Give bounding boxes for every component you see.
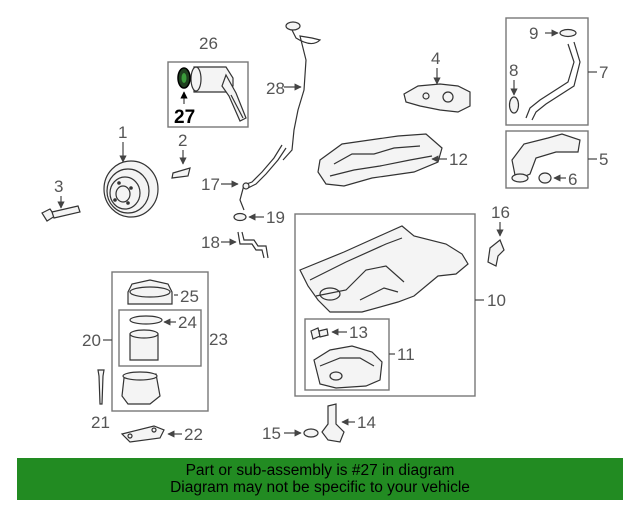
box-10 <box>294 213 476 397</box>
oring-part-19 <box>233 212 247 222</box>
callout-25: 25 <box>180 287 199 306</box>
oring-part-24 <box>129 315 163 325</box>
callout-22: 22 <box>184 425 203 444</box>
callout-12: 12 <box>449 150 468 169</box>
seal-part-8 <box>508 96 520 114</box>
callout-1: 1 <box>118 123 127 142</box>
callout-24: 24 <box>178 313 197 332</box>
tube-part-17 <box>239 144 287 211</box>
box-26 <box>167 61 249 128</box>
sensor-part-14 <box>321 403 345 443</box>
callout-5: 5 <box>599 150 608 169</box>
bolt-part-3 <box>41 205 81 222</box>
callout-14: 14 <box>357 413 376 432</box>
box-20 <box>111 271 209 412</box>
callout-8: 8 <box>509 61 518 80</box>
cover-part-12 <box>317 133 443 187</box>
callout-6: 6 <box>568 170 577 189</box>
bracket-part-4 <box>403 83 471 113</box>
seal-part-27 <box>177 67 191 89</box>
callout-15: 15 <box>262 424 281 443</box>
info-banner: Part or sub-assembly is #27 in diagram D… <box>17 458 623 500</box>
key-part-2 <box>171 167 191 179</box>
callout-3: 3 <box>54 177 63 196</box>
callout-21: 21 <box>91 413 110 432</box>
callout-28: 28 <box>266 79 285 98</box>
stud-part-21 <box>97 369 105 405</box>
callout-19: 19 <box>266 208 285 227</box>
housing-part-20 <box>121 371 161 405</box>
seal-part-9 <box>559 28 577 38</box>
box-23 <box>118 309 202 367</box>
callout-13: 13 <box>349 323 368 342</box>
callout-7: 7 <box>599 63 608 82</box>
callout-10: 10 <box>487 291 506 310</box>
gasket-part-22 <box>120 425 165 443</box>
callout-9: 9 <box>529 24 538 43</box>
dipstick-part-28 <box>282 21 322 161</box>
lowerpan-part-11 <box>313 345 383 389</box>
callout-27: 27 <box>174 107 195 128</box>
elbow-part-5 <box>511 133 581 183</box>
callout-16: 16 <box>491 203 510 222</box>
callout-18: 18 <box>201 233 220 252</box>
pulley-part-1 <box>103 160 159 218</box>
callout-4: 4 <box>431 49 440 68</box>
seal-part-15 <box>303 428 319 438</box>
seal-part-6 <box>538 172 552 184</box>
bracket-part-16 <box>487 239 505 267</box>
callout-23: 23 <box>209 330 228 349</box>
callout-2: 2 <box>178 131 187 150</box>
callout-20: 20 <box>82 331 101 350</box>
pipe-part-18 <box>237 231 269 259</box>
oilpan-part-10 <box>299 225 469 313</box>
filter-element-part-23 <box>129 329 159 361</box>
bolt-part-13 <box>310 327 329 340</box>
callout-11: 11 <box>397 345 415 364</box>
banner-line-1: Part or sub-assembly is #27 in diagram <box>185 462 455 479</box>
pipe-part-7 <box>525 41 581 121</box>
callout-17: 17 <box>201 175 220 194</box>
banner-line-2: Diagram may not be specific to your vehi… <box>170 479 470 496</box>
cap-part-25 <box>127 279 173 305</box>
callout-26: 26 <box>199 34 218 53</box>
sensor-part-26 <box>190 66 247 122</box>
